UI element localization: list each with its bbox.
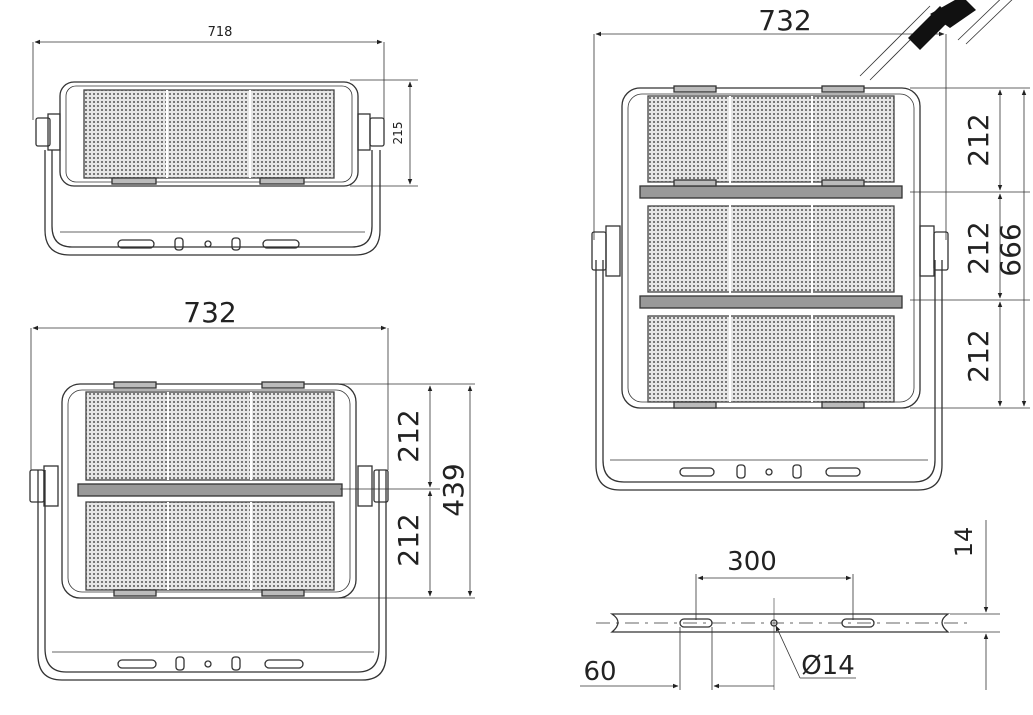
dim-right-total: 666 <box>994 223 1027 276</box>
dim-bracket-hole-diameter: Ø14 <box>801 651 855 681</box>
view-bracket-detail <box>580 520 1000 690</box>
dim-right-width: 732 <box>758 4 811 37</box>
dim-right-module-1: 212 <box>962 113 995 166</box>
dim-right-module-3: 212 <box>962 329 995 382</box>
view-right <box>591 0 1030 491</box>
dim-bottom-left-width: 732 <box>183 296 236 329</box>
view-bottom-left <box>29 325 475 681</box>
view-top-left <box>32 39 418 256</box>
dim-bracket-hole-spacing: 300 <box>727 547 777 577</box>
light-direction-icon <box>859 0 1013 81</box>
dim-bottom-left-upper: 212 <box>392 409 425 462</box>
dim-bracket-edge-offset: 60 <box>583 657 616 687</box>
dim-top-left-width: 718 <box>208 25 233 40</box>
dim-bottom-left-total: 439 <box>437 463 470 516</box>
dim-top-left-height: 215 <box>391 122 405 145</box>
dim-right-module-2: 212 <box>962 221 995 274</box>
dim-bottom-left-lower: 212 <box>392 513 425 566</box>
dim-bracket-thickness: 14 <box>950 527 978 558</box>
